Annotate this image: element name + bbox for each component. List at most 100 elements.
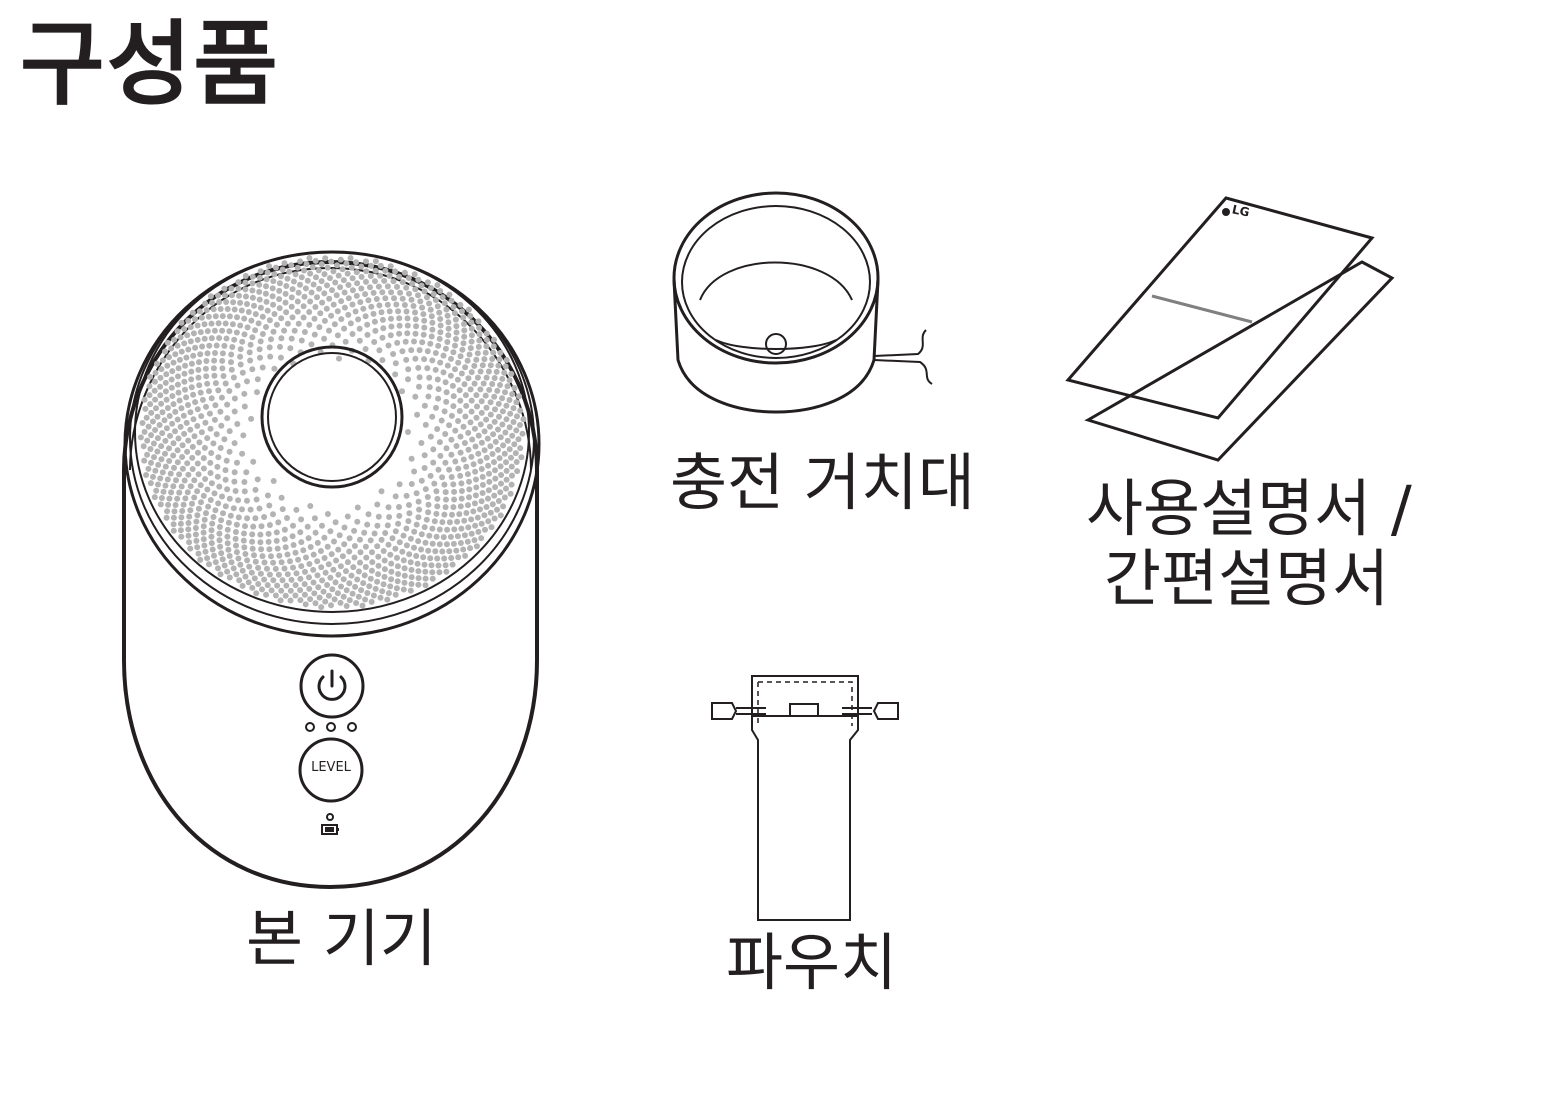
- grille-dot: [395, 308, 402, 315]
- grille-dot: [386, 272, 393, 279]
- grille-dot: [408, 574, 415, 581]
- grille-dot: [400, 586, 407, 593]
- grille-dot: [176, 356, 183, 363]
- grille-dot: [324, 282, 330, 289]
- grille-dot: [442, 459, 449, 466]
- grille-dot: [308, 289, 315, 296]
- grille-dot: [421, 288, 428, 295]
- grille-dot: [184, 332, 191, 339]
- grille-dot: [264, 582, 271, 589]
- grille-dot: [283, 582, 290, 589]
- grille-dot: [222, 476, 229, 483]
- grille-dot: [415, 575, 422, 582]
- grille-dot: [195, 505, 202, 512]
- grille-dot: [249, 273, 256, 280]
- grille-dot: [232, 529, 239, 535]
- grille-dot: [195, 471, 202, 478]
- grille-dot: [493, 368, 500, 375]
- grille-dot: [345, 282, 352, 288]
- grille-dot: [194, 336, 201, 343]
- grille-dot: [377, 272, 384, 279]
- grille-dot: [148, 432, 154, 439]
- grille-dot: [157, 374, 164, 381]
- grille-dot: [453, 336, 459, 342]
- grille-dot: [278, 587, 285, 594]
- grille-dot: [491, 459, 497, 466]
- grille-dot: [475, 343, 482, 350]
- grille-dot: [479, 473, 486, 480]
- grille-dot: [424, 365, 431, 372]
- grille-dot: [266, 317, 273, 324]
- grille-dot: [231, 395, 238, 402]
- grille-dot: [235, 497, 242, 504]
- grille-dot: [256, 346, 263, 353]
- grille-dot: [209, 546, 216, 553]
- grille-dot: [478, 535, 485, 542]
- grille-dot: [310, 579, 317, 586]
- grille-dot: [514, 468, 521, 475]
- grille-dot: [208, 540, 215, 547]
- grille-dot: [258, 523, 265, 530]
- grille-dot: [203, 358, 210, 364]
- grille-dot: [170, 452, 177, 459]
- grille-dot: [396, 504, 402, 510]
- grille-dot: [234, 314, 240, 321]
- grille-dot: [479, 481, 486, 488]
- grille-dot: [460, 423, 467, 430]
- grille-dot: [415, 581, 422, 588]
- grille-dot: [444, 362, 451, 369]
- grille-dot: [279, 266, 286, 273]
- grille-dot: [233, 329, 240, 336]
- grille-dot: [176, 471, 183, 478]
- grille-dot: [242, 573, 249, 580]
- grille-dot: [504, 383, 511, 390]
- grille-dot: [230, 374, 237, 381]
- grille-dot: [372, 585, 379, 592]
- grille-dot: [370, 592, 377, 599]
- grille-dot: [215, 454, 222, 461]
- grille-dot: [508, 454, 514, 461]
- grille-dot: [189, 500, 195, 507]
- grille-dot: [187, 545, 194, 552]
- grille-dot: [460, 456, 467, 463]
- grille-dot: [290, 542, 297, 548]
- grille-dot: [224, 540, 231, 547]
- grille-dot: [455, 418, 462, 424]
- grille-dot: [500, 442, 507, 449]
- grille-dot: [172, 408, 179, 415]
- grille-dot: [363, 554, 370, 561]
- grille-dot: [329, 287, 335, 294]
- grille-dot: [357, 536, 363, 543]
- grille-dot: [497, 512, 504, 519]
- grille-dot: [451, 488, 458, 495]
- grille-dot: [415, 364, 422, 371]
- grille-dot: [483, 374, 490, 381]
- grille-dot: [200, 523, 207, 530]
- grille-dot: [516, 393, 522, 400]
- grille-dot: [468, 369, 475, 376]
- grille-dot: [485, 495, 491, 502]
- grille-dot: [241, 544, 248, 551]
- grille-dot: [384, 283, 391, 290]
- grille-dot: [434, 555, 441, 562]
- grille-dot: [355, 593, 362, 600]
- grille-dot: [498, 472, 505, 478]
- manuals-label-line1: 사용설명서 /: [1086, 472, 1412, 545]
- grille-dot: [453, 329, 460, 336]
- grille-dot: [257, 539, 264, 546]
- grille-dot: [211, 357, 218, 364]
- grille-dot: [429, 540, 436, 547]
- grille-dot: [235, 279, 242, 286]
- grille-dot: [240, 537, 247, 544]
- grille-dot: [433, 488, 440, 495]
- grille-dot: [300, 303, 307, 310]
- grille-dot: [264, 307, 271, 314]
- grille-dot: [452, 342, 458, 349]
- grille-dot: [488, 524, 495, 531]
- grille-dot: [271, 271, 278, 278]
- grille-dot: [201, 444, 208, 451]
- grille-dot: [210, 440, 217, 447]
- grille-dot: [382, 530, 389, 536]
- grille-dot: [381, 277, 388, 284]
- grille-dot: [295, 289, 302, 296]
